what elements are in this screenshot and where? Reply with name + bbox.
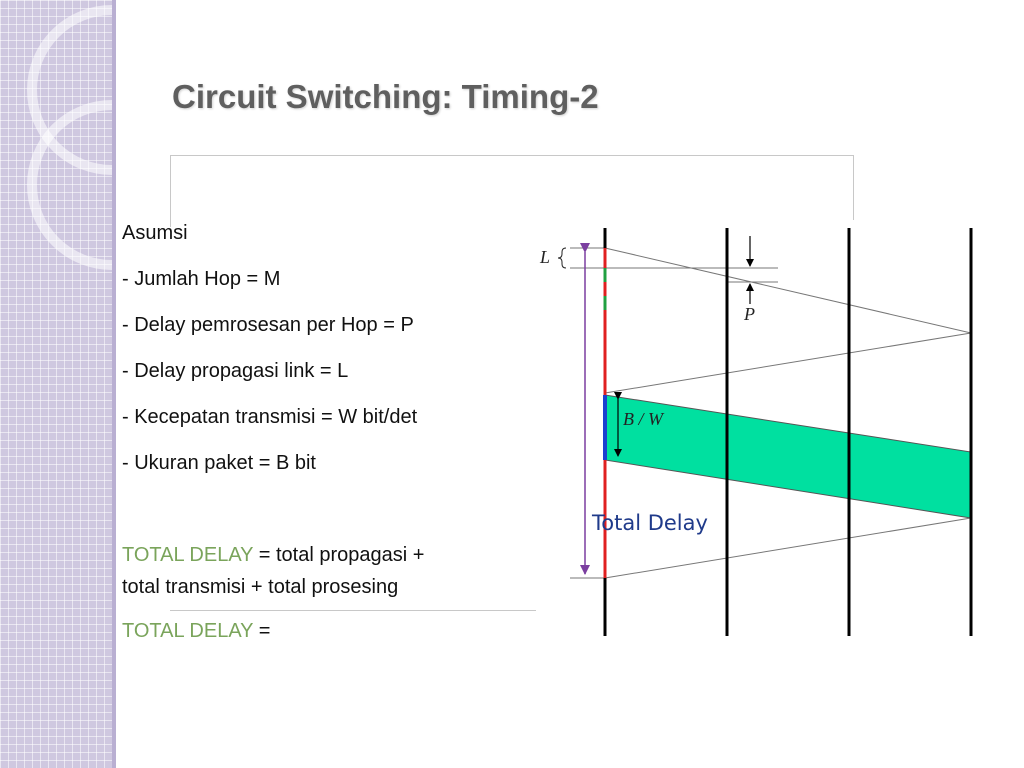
embedded-frame-right	[853, 155, 854, 220]
formula-line-3: TOTAL DELAY =	[122, 620, 270, 643]
embedded-frame-bottom	[170, 610, 536, 611]
formula-keyword: TOTAL DELAY	[122, 544, 254, 566]
formula-line-3-rest: =	[253, 620, 271, 642]
call-request-line	[604, 247, 972, 334]
assumption-item: - Jumlah Hop = M	[122, 268, 281, 290]
formula-keyword-2: TOTAL DELAY	[122, 620, 254, 642]
assumption-item: - Kecepatan transmisi = W bit/det	[122, 406, 418, 428]
release-line	[604, 517, 972, 579]
formula-line-2: total transmisi + total prosesing	[122, 576, 399, 598]
l-brace	[557, 247, 567, 269]
embedded-frame-left	[170, 155, 171, 227]
label-l: L	[539, 247, 550, 267]
slide-title: Circuit Switching: Timing-2	[172, 78, 599, 115]
sidebar-edge	[112, 0, 116, 768]
sidebar-ring-top	[27, 5, 112, 175]
label-total-delay: Total Delay	[591, 511, 708, 535]
label-p: P	[743, 304, 755, 324]
sidebar-ring-bottom	[27, 100, 112, 270]
assumption-item: - Ukuran paket = B bit	[122, 452, 316, 474]
formula-line-1: TOTAL DELAY = total propagasi +	[122, 544, 424, 567]
formula-line-1-rest: = total propagasi +	[253, 544, 425, 566]
assumption-heading: Asumsi	[122, 222, 188, 244]
label-bw: B / W	[623, 409, 665, 429]
call-accept-line	[604, 332, 972, 394]
embedded-frame-top	[170, 155, 854, 156]
assumption-item: - Delay pemrosesan per Hop = P	[122, 314, 414, 336]
decorative-sidebar	[0, 0, 112, 768]
assumption-item: - Delay propagasi link = L	[122, 360, 349, 382]
sidebar-rings	[27, 5, 112, 270]
